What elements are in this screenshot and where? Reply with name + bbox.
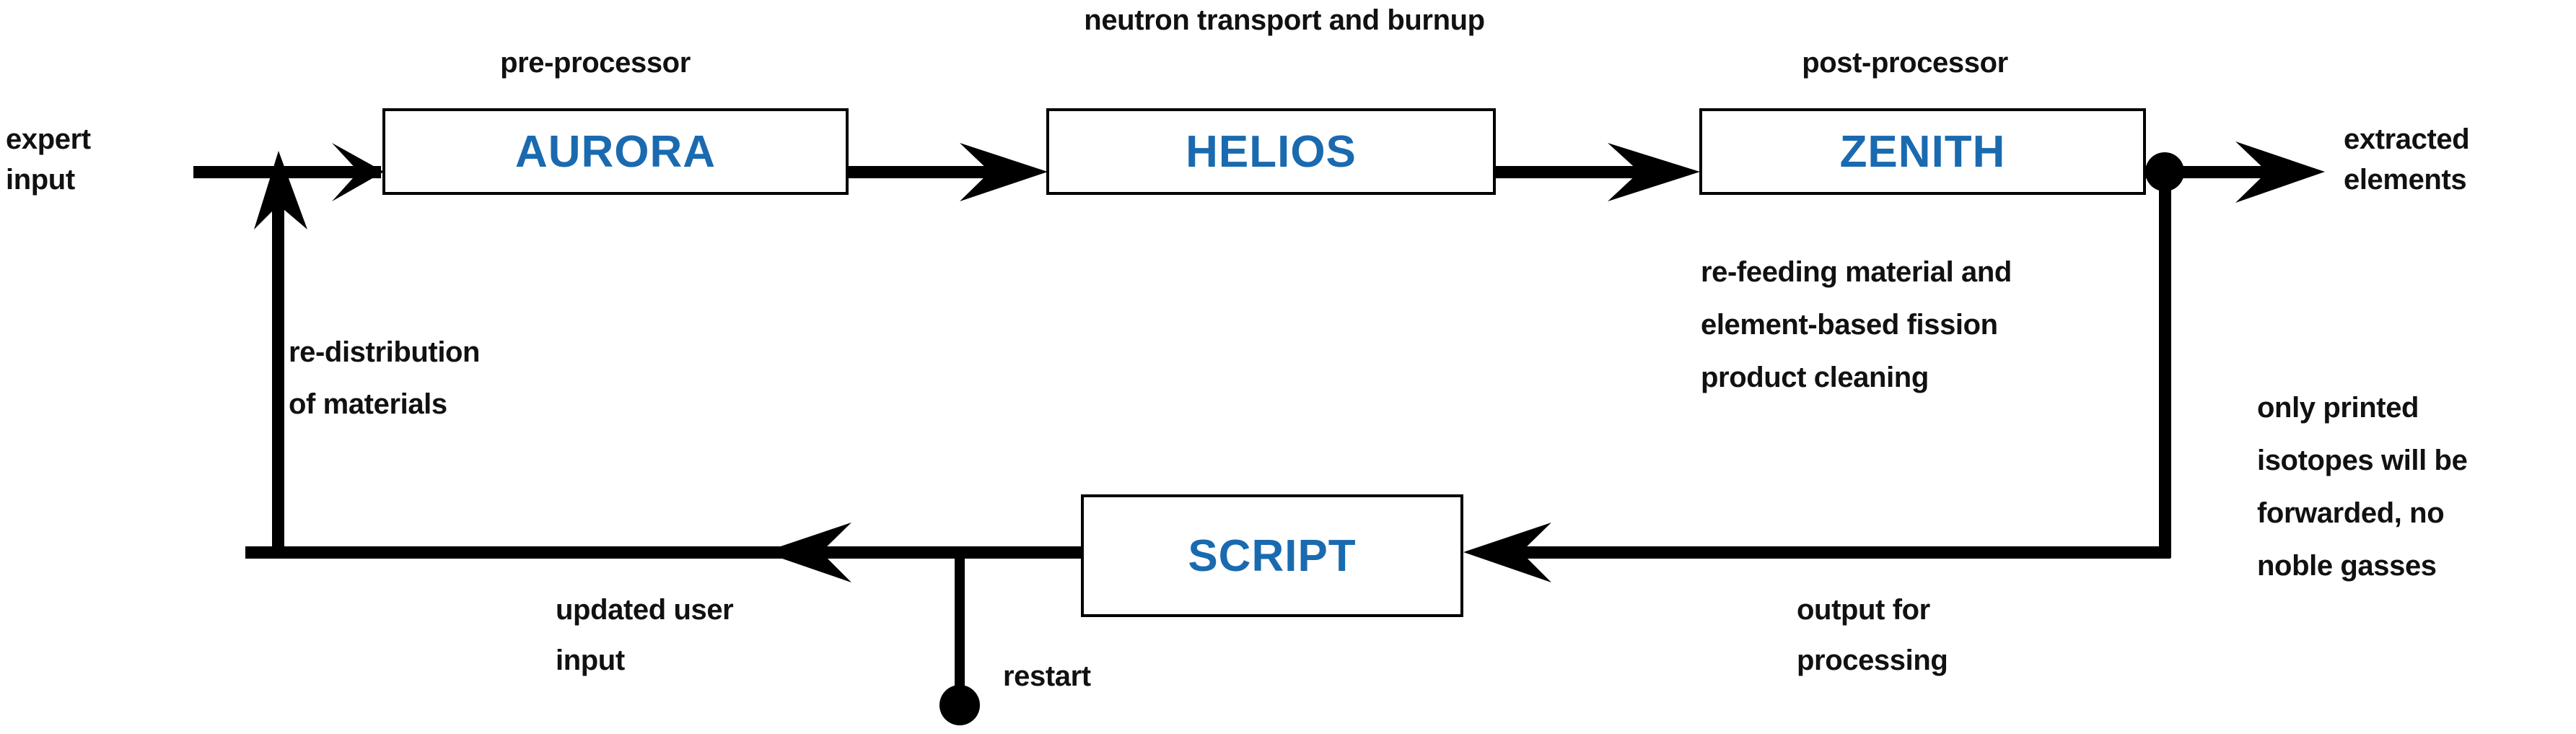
edge-restart-stub [939,552,980,725]
label-redistribution-line1: re-distribution [289,336,481,368]
node-box-helios[interactable] [1046,108,1496,195]
label-refeeding-line3: product cleaning [1701,362,1929,393]
label-output-for-line1: output for [1797,594,1930,626]
label-updated-user-line2: input [556,645,625,676]
junction-dot [2145,152,2184,191]
label-updated-user-line1: updated user [556,594,734,626]
label-restart: restart [1003,660,1091,692]
label-extracted-elements-line1: extracted [2344,123,2470,155]
node-box-script[interactable] [1081,494,1463,617]
node-label-aurora: AURORA [514,126,717,177]
label-only-printed-line3: forwarded, no [2257,497,2445,529]
edge-junction-down [2145,152,2184,558]
edge-helios-to-zenith [1495,143,1700,201]
label-output-for-line2: processing [1797,645,1948,676]
node-box-zenith[interactable] [1699,108,2146,195]
label-only-printed-line4: noble gasses [2257,550,2437,582]
node-label-zenith: ZENITH [1839,126,2006,177]
label-expert-input-line2: input [6,164,75,196]
edge-expert-input-to-aurora [193,143,384,201]
edge-to-script [1463,523,2170,582]
caption-post-processor: post-processor [1802,47,2008,79]
restart-terminal-dot [939,685,980,725]
caption-neutron-transport: neutron transport and burnup [1084,4,1485,36]
node-box-aurora[interactable] [382,108,849,195]
label-refeeding-line1: re-feeding material and [1701,256,2012,288]
label-extracted-elements-line2: elements [2344,164,2467,196]
caption-pre-processor: pre-processor [500,47,691,79]
node-label-helios: HELIOS [1186,126,1357,177]
label-only-printed-line2: isotopes will be [2257,445,2468,476]
label-redistribution-line2: of materials [289,388,447,420]
node-label-script: SCRIPT [1188,530,1357,581]
label-refeeding-line2: element-based fission [1701,309,1998,341]
label-only-printed-line1: only printed [2257,392,2419,424]
edge-script-to-aurora-feedback [245,523,1082,582]
edge-feedback-riser [245,151,307,559]
label-expert-input-line1: expert [6,123,91,155]
edge-aurora-to-helios [848,143,1048,201]
